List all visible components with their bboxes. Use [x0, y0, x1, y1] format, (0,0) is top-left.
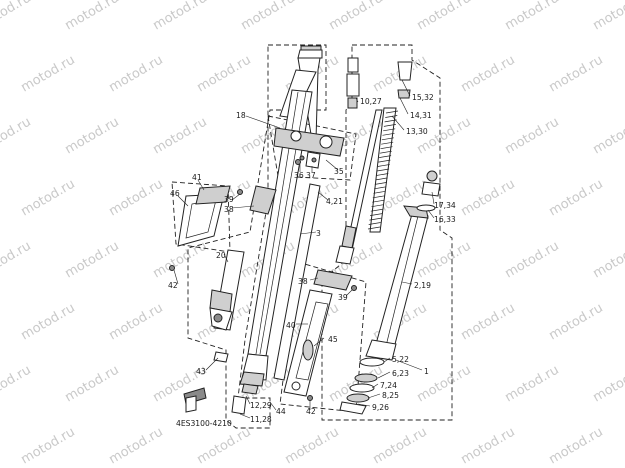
- callout-14-31: 14,31: [410, 111, 432, 120]
- watermark-text-59: motod.ru: [283, 425, 342, 468]
- watermark-text-13: motod.ru: [459, 53, 518, 96]
- lower-bracket: [283, 269, 353, 397]
- watermark-text-17: motod.ru: [63, 115, 122, 158]
- watermark-text-0: motod.ru: [0, 0, 34, 33]
- callout-37: 37: [306, 171, 316, 180]
- watermark-text-6: motod.ru: [503, 0, 562, 33]
- callout-10-27: 10,27: [360, 97, 382, 106]
- bolt-42b: [307, 395, 313, 401]
- callout-labels: 10,27 15,32 14,31 13,30 18 36 37 35 46 4…: [168, 93, 456, 428]
- watermark-text-40: motod.ru: [19, 301, 78, 344]
- watermark-text-39: motod.ru: [591, 239, 625, 282]
- callout-8-25: 8,25: [382, 391, 399, 400]
- right-fork-group-boundary: [321, 44, 453, 421]
- right-cap-bolt: [416, 170, 441, 212]
- callout-18: 18: [236, 111, 246, 120]
- watermark-text-55: motod.ru: [591, 363, 625, 406]
- watermark-text-16: motod.ru: [0, 115, 34, 158]
- watermark-text-38: motod.ru: [503, 239, 562, 282]
- bolt-39a: [237, 189, 243, 195]
- watermark-text-3: motod.ru: [239, 0, 298, 33]
- upper-bracket-group-boundary: [267, 115, 357, 181]
- watermark-text-4: motod.ru: [327, 0, 386, 33]
- left-fork-slider: [209, 249, 245, 331]
- watermark-text-5: motod.ru: [415, 0, 474, 33]
- watermark-text-30: motod.ru: [547, 177, 606, 220]
- watermark-text-23: motod.ru: [591, 115, 625, 158]
- watermark-text-9: motod.ru: [107, 53, 166, 96]
- callout-17-34: 17,34: [434, 201, 456, 210]
- watermark-text-61: motod.ru: [459, 425, 518, 468]
- watermark-text-18: motod.ru: [151, 115, 210, 158]
- watermark-text-62: motod.ru: [547, 425, 606, 468]
- watermark-text-48: motod.ru: [0, 363, 34, 406]
- callout-4-21: 4,21: [326, 197, 343, 206]
- callout-35: 35: [334, 167, 344, 176]
- callout-38b: 38: [298, 277, 308, 286]
- watermark-text-58: motod.ru: [195, 425, 254, 468]
- watermark-text-2: motod.ru: [151, 0, 210, 33]
- callout-12-29: 12,29: [250, 401, 272, 410]
- callout-44: 44: [276, 407, 286, 416]
- callout-45: 45: [328, 335, 338, 344]
- watermark-text-49: motod.ru: [63, 363, 122, 406]
- upper-bracket: [273, 127, 345, 169]
- watermark-text-56: motod.ru: [19, 425, 78, 468]
- watermark-text-29: motod.ru: [459, 177, 518, 220]
- callout-2-19: 2,19: [414, 281, 431, 290]
- watermark-text-41: motod.ru: [107, 301, 166, 344]
- callout-11-28: 11,28: [250, 415, 272, 424]
- watermark-text-45: motod.ru: [459, 301, 518, 344]
- callout-16-33: 16,33: [434, 215, 456, 224]
- watermark-text-8: motod.ru: [19, 53, 78, 96]
- callout-39a: 39: [224, 195, 234, 204]
- callout-41: 41: [192, 173, 202, 182]
- watermark-text-24: motod.ru: [19, 177, 78, 220]
- watermark-text-14: motod.ru: [547, 53, 606, 96]
- left-lower-small-parts: [183, 351, 259, 415]
- watermark-text-37: motod.ru: [415, 239, 474, 282]
- callout-3: 3: [316, 229, 321, 238]
- watermark-text-60: motod.ru: [371, 425, 430, 468]
- callout-13-30: 13,30: [406, 127, 428, 136]
- callout-9-26: 9,26: [372, 403, 389, 412]
- watermark-text-32: motod.ru: [0, 239, 34, 282]
- damper-rod: [335, 109, 383, 265]
- fork-guard: [177, 185, 231, 247]
- bolt-39b: [351, 285, 357, 291]
- watermark-text-25: motod.ru: [107, 177, 166, 220]
- bolt-42a: [169, 265, 175, 271]
- callout-6-23: 6,23: [392, 369, 409, 378]
- watermark-text-54: motod.ru: [503, 363, 562, 406]
- callout-42b: 42: [306, 407, 316, 416]
- watermark-text-7: motod.ru: [591, 0, 625, 33]
- callout-43: 43: [196, 367, 206, 376]
- watermark-text-46: motod.ru: [547, 301, 606, 344]
- callout-7-24: 7,24: [380, 381, 397, 390]
- callout-42a: 42: [168, 281, 178, 290]
- watermark-text-21: motod.ru: [415, 115, 474, 158]
- callout-38a: 38: [224, 205, 234, 214]
- spring-coils: [367, 110, 399, 230]
- callout-15-32: 15,32: [412, 93, 434, 102]
- callout-46: 46: [170, 189, 180, 198]
- callout-5-22: 5,22: [392, 355, 409, 364]
- watermark-text-57: motod.ru: [107, 425, 166, 468]
- left-fork-group-boundary: [187, 44, 327, 429]
- watermark-text-22: motod.ru: [503, 115, 562, 158]
- watermark-text-10: motod.ru: [195, 53, 254, 96]
- fork-cap-column: [346, 57, 360, 109]
- fork-spring: [367, 61, 413, 233]
- leader-lines: [173, 79, 435, 419]
- callout-20: 20: [216, 251, 226, 260]
- bolt-36: [295, 159, 301, 165]
- watermark-text-33: motod.ru: [63, 239, 122, 282]
- callout-40: 40: [286, 321, 296, 330]
- diagram-code: 4ES3100-4210: [176, 419, 232, 428]
- watermark-text-1: motod.ru: [63, 0, 122, 33]
- callout-1: 1: [424, 367, 429, 376]
- callout-36: 36: [294, 171, 304, 180]
- callout-39b: 39: [338, 293, 348, 302]
